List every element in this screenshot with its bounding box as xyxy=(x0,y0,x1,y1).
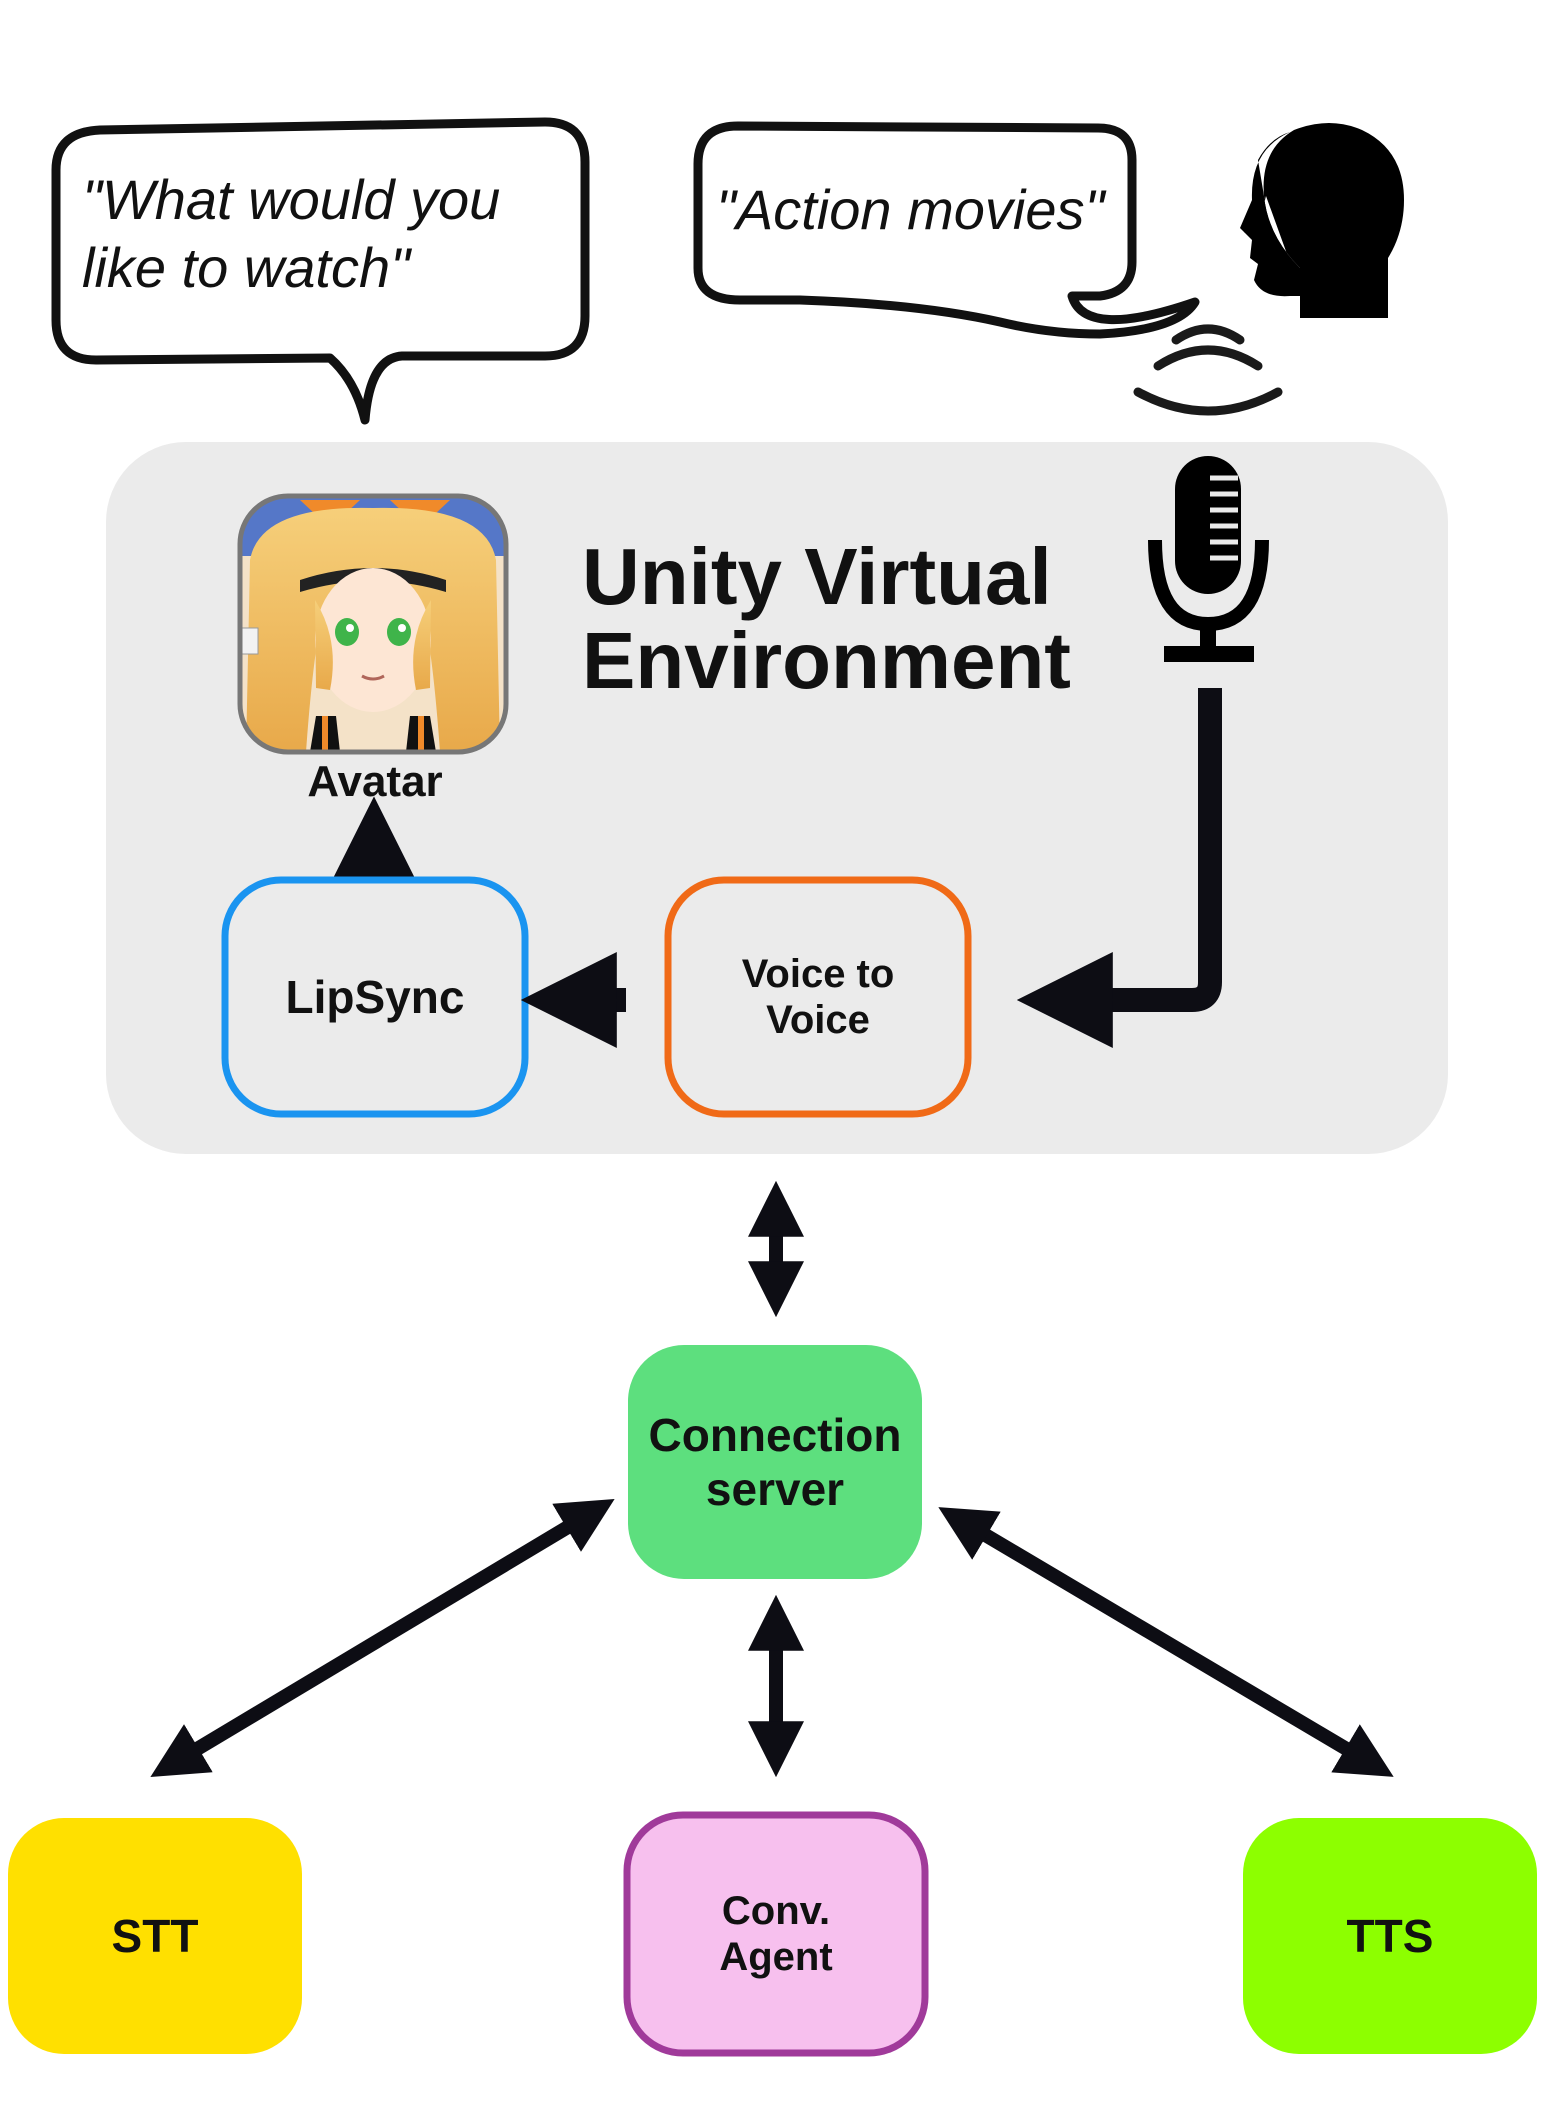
microphone-icon xyxy=(1148,456,1269,662)
user-speech-bubble xyxy=(693,121,1200,339)
tts-box xyxy=(1243,1818,1537,2054)
conv-agent-label: Conv. Agent xyxy=(719,1889,833,1979)
voice-to-voice-label: Voice to Voice xyxy=(741,952,895,1042)
mic-to-voice-arrow xyxy=(1016,688,1222,1048)
connection-server-label: Connection server xyxy=(648,1409,902,1515)
avatar-label: Avatar xyxy=(307,757,443,806)
lipsync-label: LipSync xyxy=(285,971,465,1023)
avatar-speech-bubble xyxy=(51,117,590,425)
user-speech-text: "Action movies" xyxy=(716,178,1105,241)
sound-waves-icon xyxy=(1133,324,1283,416)
connection-server-box xyxy=(628,1345,922,1579)
environment-title: Unity Virtual Environment xyxy=(582,532,1071,705)
voice-to-voice-box xyxy=(664,876,972,1118)
conv-agent-box xyxy=(623,1811,929,2057)
avatar-speech-text: "What would you like to watch" xyxy=(82,168,501,299)
stt-label: STT xyxy=(111,1910,199,1962)
avatar-portrait-icon xyxy=(237,493,509,755)
connection-tts-arrow xyxy=(938,1507,1394,1777)
connection-stt-arrow xyxy=(150,1499,615,1777)
stt-box xyxy=(8,1818,302,2054)
tts-label: TTS xyxy=(1346,1910,1434,1962)
